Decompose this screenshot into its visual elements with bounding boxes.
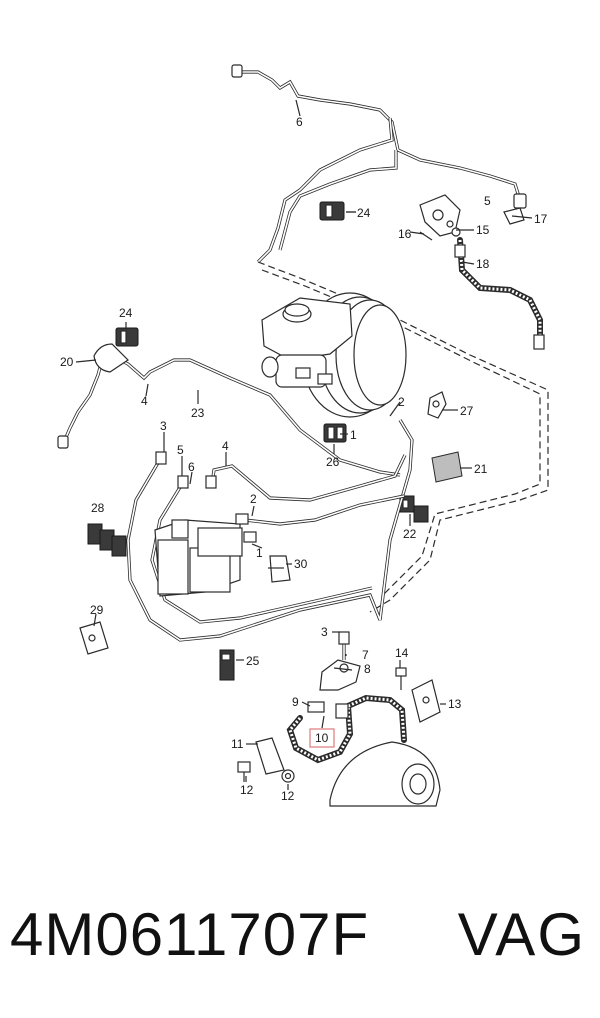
- brake-disc: [329, 741, 441, 807]
- nut-12b: [281, 769, 295, 783]
- callout-25: 25: [246, 654, 260, 668]
- callout-23: 23: [191, 406, 205, 420]
- callout-21: 21: [474, 462, 488, 476]
- bolt-12a: [237, 761, 251, 782]
- callout-14: 14: [395, 646, 409, 660]
- clip-24-left: [115, 327, 139, 347]
- callout-26: 26: [326, 455, 340, 469]
- leader-lines: [75, 99, 533, 790]
- master-cylinder-reservoir: [261, 297, 353, 388]
- abs-hydraulic-unit: [154, 519, 243, 597]
- clip-28: [87, 523, 127, 557]
- callout-2-lower: 2: [250, 492, 257, 506]
- unions-1-2: [155, 451, 257, 543]
- callout-13: 13: [448, 697, 462, 711]
- bolt-14: [395, 667, 407, 690]
- clip-30: [268, 555, 291, 583]
- callout-8: 8: [364, 662, 371, 676]
- bracket-13: [411, 679, 441, 723]
- callout-28: 28: [91, 501, 105, 515]
- clip-25: [219, 649, 235, 681]
- callout-24-left: 24: [119, 306, 133, 320]
- bracket-11: [255, 737, 285, 775]
- bracket-7-8: [319, 659, 361, 691]
- hose-18: [454, 237, 545, 350]
- callout-5-upper: 5: [484, 194, 491, 208]
- callout-12-left: 12: [240, 783, 254, 797]
- callout-3-lower: 3: [321, 625, 328, 639]
- callout-1-lower: 1: [256, 546, 263, 560]
- callout-30: 30: [294, 557, 308, 571]
- callout-4-lower: 4: [222, 439, 229, 453]
- callout-17: 17: [534, 212, 548, 226]
- highlight-box-part-10: [309, 728, 335, 748]
- brake-line-6: [231, 64, 527, 264]
- callout-29: 29: [90, 603, 104, 617]
- callout-7: 7: [362, 648, 369, 662]
- clip-22: [399, 495, 429, 523]
- clip-26: [323, 423, 347, 443]
- pad-21: [431, 451, 463, 483]
- callout-20: 20: [60, 355, 74, 369]
- callout-15: 15: [476, 223, 490, 237]
- callout-24-upper: 24: [357, 206, 371, 220]
- callout-5-lower: 5: [177, 443, 184, 457]
- hose-10: [286, 694, 407, 764]
- callout-22: 22: [403, 527, 417, 541]
- callout-12-right: 12: [281, 789, 295, 803]
- pipe-3-lower: [338, 631, 350, 660]
- callout-18: 18: [476, 257, 490, 271]
- callout-6-lower: 6: [188, 460, 195, 474]
- callout-labels: 6 24 5 17 16 15 18 24 20 4 23 2 27 1 26 …: [60, 115, 548, 803]
- clip-27: [427, 391, 447, 419]
- brake-line-exploded-diagram: 6 24 5 17 16 15 18 24 20 4 23 2 27 1 26 …: [57, 64, 549, 807]
- bracket-15: [419, 194, 461, 241]
- part-number-caption: 4M0611707F: [10, 901, 370, 968]
- callout-16: 16: [398, 227, 412, 241]
- callout-27: 27: [460, 404, 474, 418]
- brand-caption: VAG: [457, 901, 586, 968]
- callout-9: 9: [292, 695, 299, 709]
- brake-line-4-left: [57, 343, 401, 477]
- clip-24-upper: [319, 201, 356, 221]
- callout-4-left: 4: [141, 394, 148, 408]
- brake-lines-abs: [126, 419, 414, 642]
- callout-10: 10: [315, 731, 329, 745]
- callout-11: 11: [231, 737, 244, 751]
- callout-6-upper: 6: [296, 115, 303, 129]
- callout-2-upper: 2: [398, 395, 405, 409]
- bracket-29: [79, 621, 109, 655]
- callout-3-upper: 3: [160, 419, 167, 433]
- callout-1-upper: 1: [350, 428, 357, 442]
